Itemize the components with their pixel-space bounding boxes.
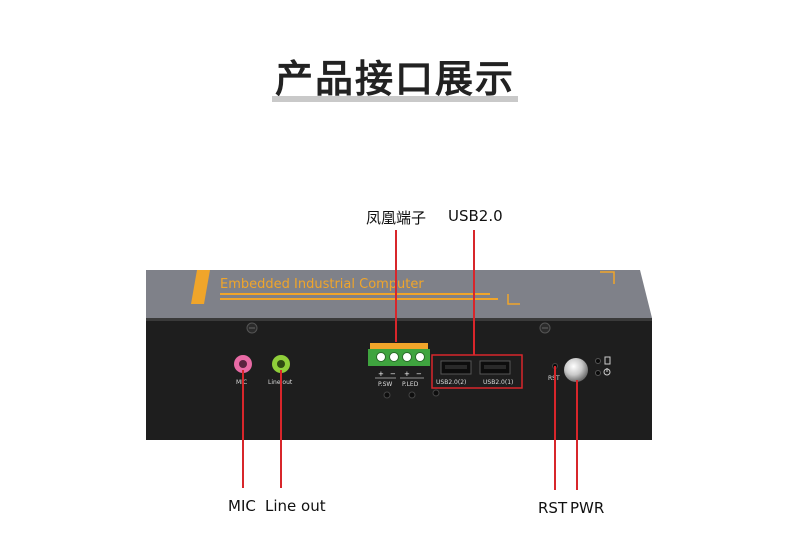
- device-front-panel: [146, 318, 652, 440]
- device-front-edge: [146, 318, 652, 321]
- hdd-led-icon: [595, 358, 601, 364]
- usb-highlight-box: [431, 354, 523, 389]
- power-button: [564, 358, 588, 382]
- callout-line-lineout: [280, 370, 282, 488]
- callout-mic: MIC: [228, 497, 256, 515]
- screw-icon: [539, 322, 551, 334]
- usb-port-2: [440, 360, 472, 375]
- device-corner-mark-2: [600, 271, 615, 284]
- callout-line-pwr: [576, 380, 578, 490]
- callout-line-mic: [242, 370, 244, 488]
- callout-phoenix-terminal: 凤凰端子: [366, 209, 427, 227]
- mic-jack: [234, 355, 252, 373]
- device-corner-mark-1: [507, 294, 520, 305]
- terminal-sign-4: −: [416, 370, 422, 378]
- terminal-sign-2: −: [390, 370, 396, 378]
- device-accent-stripe: [191, 270, 210, 304]
- disk-icon: [604, 356, 611, 365]
- callout-line-phoenix: [395, 230, 397, 342]
- callout-line-usb: [473, 230, 475, 355]
- rst-port-label: RST: [548, 375, 560, 382]
- terminal-sign-3: +: [404, 370, 410, 378]
- device-line-1: [220, 293, 490, 295]
- screw-icon: [246, 322, 258, 334]
- usb2-port-label: USB2.0(2): [436, 379, 466, 386]
- psw-label: P.SW: [378, 381, 392, 388]
- callout-pwr: PWR: [570, 499, 605, 517]
- screw-hole-icon: [408, 391, 416, 399]
- device-top-label: Embedded Industrial Computer: [220, 277, 424, 292]
- lineout-jack: [272, 355, 290, 373]
- callout-rst: RST: [538, 499, 568, 517]
- callout-usb: USB2.0: [448, 207, 503, 225]
- callout-line-rst: [554, 366, 556, 490]
- terminal-sign-1: +: [378, 370, 384, 378]
- phoenix-terminal: [368, 343, 430, 366]
- power-led-icon: [595, 370, 601, 376]
- usb-port-1: [479, 360, 511, 375]
- screw-hole-icon: [432, 389, 440, 397]
- callout-lineout: Line out: [265, 497, 326, 515]
- mic-port-label: MIC: [236, 379, 247, 386]
- usb1-port-label: USB2.0(1): [483, 379, 513, 386]
- page-title: 产品接口展示: [274, 57, 515, 101]
- screw-hole-icon: [383, 391, 391, 399]
- pled-label: P.LED: [402, 381, 419, 388]
- device-line-2: [220, 298, 498, 300]
- title-underline: [272, 96, 518, 102]
